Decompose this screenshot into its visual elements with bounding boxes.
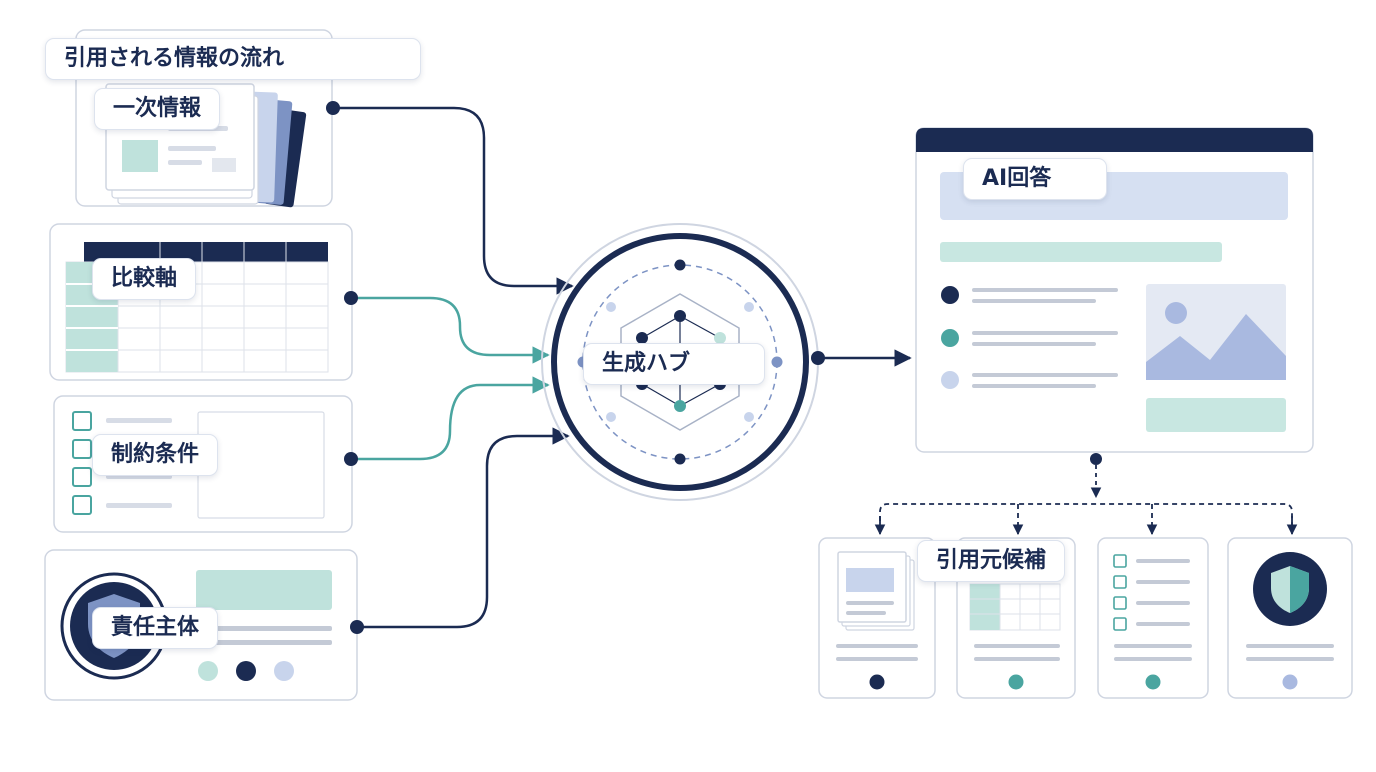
citation-candidates-label: 引用元候補 [917, 540, 1066, 582]
ai-answer-label: AI回答 [963, 158, 1107, 200]
primary-info-label: 一次情報 [94, 88, 221, 130]
citation-branch-connectors [874, 453, 1298, 536]
connector-dots [326, 101, 364, 634]
citation-card-checklist [1097, 537, 1209, 699]
diagram-title: 引用される情報の流れ [45, 38, 421, 80]
hub-to-answer-connector [811, 349, 912, 367]
generation-hub-label: 生成ハブ [583, 343, 765, 385]
comparison-axis-card [49, 223, 353, 381]
ai-answer-window [915, 127, 1314, 453]
constraints-label: 制約条件 [92, 434, 219, 476]
citation-card-document [818, 537, 936, 699]
input-connectors [333, 106, 574, 629]
comparison-axis-label: 比較軸 [92, 258, 197, 300]
responsible-party-label: 責任主体 [92, 607, 219, 649]
citation-card-shield [1227, 537, 1353, 699]
